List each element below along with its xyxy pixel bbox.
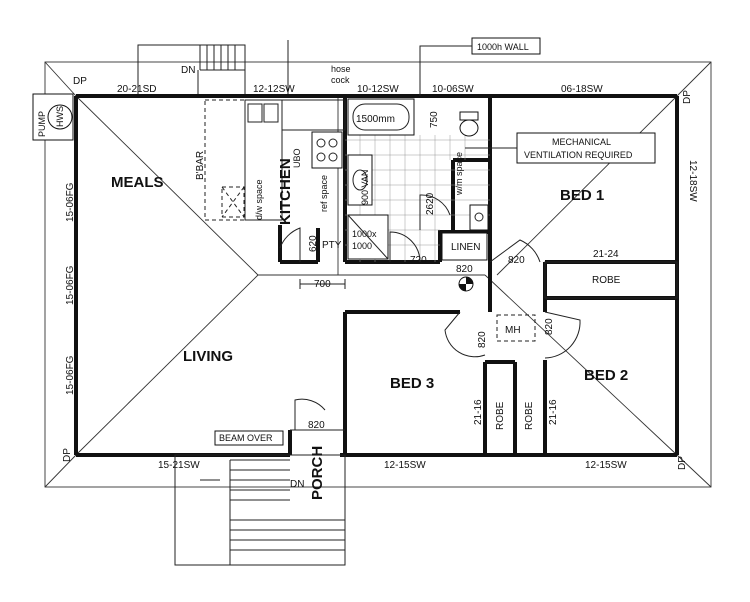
stairs-bottom: [174, 454, 346, 566]
window-12-18sw: 12-18SW: [687, 160, 698, 202]
robe-bed1-label: ROBE: [592, 275, 621, 286]
mh-label: MH: [505, 325, 521, 336]
bed3-label: BED 3: [390, 375, 434, 392]
beam-over-box: [214, 430, 284, 446]
window-12-15sw-b: 12-15SW: [585, 460, 627, 471]
linen-cupboard: [441, 232, 488, 261]
window-12-12sw: 12-12SW: [253, 84, 295, 95]
vanity: [347, 154, 373, 206]
wall-1000h-leader: [419, 45, 472, 96]
dim-820-porch: 820: [308, 420, 325, 431]
laundry-trough: [469, 204, 489, 231]
window-10-12sw: 10-12SW: [357, 84, 399, 95]
ubo-label: UBO: [292, 148, 302, 168]
beam-over-label: BEAM OVER: [219, 433, 273, 443]
pump-label: PUMP: [37, 111, 47, 137]
robe-bed3-label: ROBE: [495, 401, 506, 430]
toilet: [459, 111, 479, 137]
door-swings: [279, 194, 581, 430]
cock-label: cock: [331, 75, 350, 85]
window-15-06fg-b: 15-06FG: [65, 265, 76, 305]
bed1-label: BED 1: [560, 187, 604, 204]
shower-label-1: 1000x: [352, 229, 377, 239]
dim-820-linen: 820: [456, 264, 473, 275]
roof-outline: [44, 61, 712, 488]
dp-label-bl: DP: [62, 448, 73, 462]
linen-label: LINEN: [451, 242, 480, 253]
bath-label: 1500mm: [356, 114, 395, 125]
robe-bed2-label: ROBE: [524, 401, 535, 430]
window-06-18sw: 06-18SW: [561, 84, 603, 95]
dim-2620: 2620: [425, 192, 436, 215]
kitchen-label: KITCHEN: [277, 158, 294, 225]
manhole: [496, 314, 536, 342]
robe-21-24-label: 21-24: [593, 249, 619, 260]
hws-unit: [32, 93, 74, 141]
mech-vent-line1: MECHANICAL: [552, 137, 611, 147]
dim-620: 620: [308, 235, 319, 252]
wall-1000h-label: 1000h WALL: [477, 42, 529, 52]
dp-label-tr: DP: [682, 90, 693, 104]
dp-label-br: DP: [677, 456, 688, 470]
hose-label: hose: [331, 64, 351, 74]
mech-vent-line2: VENTILATION REQUIRED: [524, 150, 633, 160]
hip-roof-lines: [75, 95, 678, 456]
dw-space: [221, 186, 245, 218]
ref-space-label: ref space: [319, 175, 329, 212]
dim-820-bed2: 820: [544, 318, 555, 335]
porch-label: PORCH: [309, 446, 326, 500]
shower: [347, 214, 389, 260]
vanity-label: 900 VAN: [360, 170, 370, 205]
window-15-06fg-c: 15-06FG: [65, 355, 76, 395]
smoke-detector-icon: [458, 276, 474, 292]
living-label: LIVING: [183, 348, 233, 365]
dim-820-bed1: 820: [508, 255, 525, 266]
window-20-21sd: 20-21SD: [117, 84, 156, 95]
dim-700: 700: [314, 279, 331, 290]
dim-820-bed3: 820: [477, 331, 488, 348]
hws-label: HWS: [55, 106, 65, 127]
bed2-label: BED 2: [584, 367, 628, 384]
dim-720: 720: [410, 255, 427, 266]
dw-space-label: d/w space: [254, 179, 264, 220]
dim-700-line: [299, 279, 346, 289]
robe-21-16-a-label: 21-16: [473, 399, 484, 425]
window-15-21sw: 15-21SW: [158, 460, 200, 471]
dim-750: 750: [429, 111, 440, 128]
bath-tub: [347, 98, 415, 136]
window-15-06fg-a: 15-06FG: [65, 182, 76, 222]
dn-label-top: DN: [181, 65, 195, 76]
bbar-label: B'BAR: [195, 151, 206, 180]
dp-label-tl: DP: [73, 76, 87, 87]
shower-label-2: 1000: [352, 241, 372, 251]
kitchen-bench: [204, 99, 346, 221]
dn-label-bottom: DN: [290, 479, 304, 490]
window-10-06sw: 10-06SW: [432, 84, 474, 95]
wm-space-label: w/m space: [454, 152, 464, 196]
window-12-15sw-a: 12-15SW: [384, 460, 426, 471]
robe-21-16-b-label: 21-16: [548, 399, 559, 425]
pty-label: PTY: [322, 240, 342, 251]
robe-bed1: [544, 261, 678, 299]
meals-label: MEALS: [111, 174, 164, 191]
